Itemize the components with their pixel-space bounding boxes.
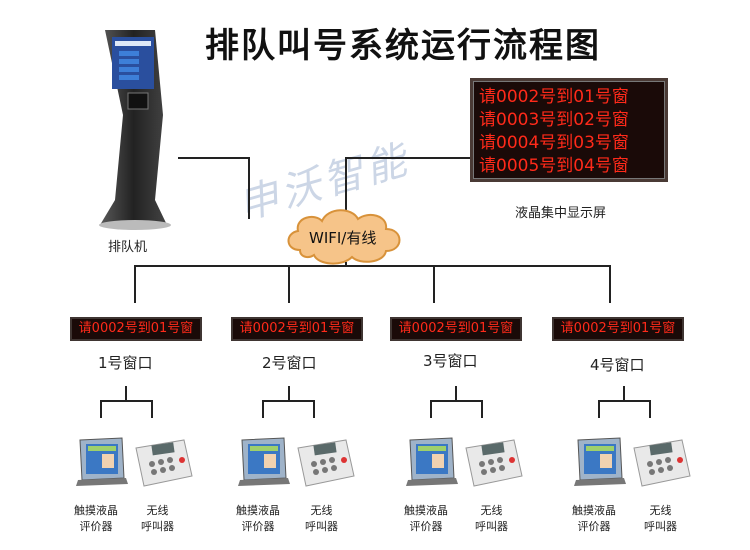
queue-kiosk-illustration [99,30,171,230]
led-line: 请0002号到01号窗 [479,87,629,107]
connector-line [100,400,102,418]
window-3-devices [406,437,523,487]
evaluator-label-line2: 评价器 [577,520,611,533]
window-led-display: 请0002号到01号窗 [390,317,522,341]
connector-line [262,400,314,402]
window-2-devices [238,437,355,487]
touch-evaluator-icon [238,437,290,486]
connector-line [262,400,264,418]
connector-line [598,400,600,418]
evaluator-label-line1: 触摸液晶 [572,504,616,517]
window-4-devices [574,437,691,487]
touch-evaluator-icon [406,437,458,486]
touch-evaluator-icon [574,437,626,486]
wireless-pager-icon [135,439,193,487]
connector-line [248,157,250,219]
window-1-devices [76,437,193,487]
central-display-caption: 液晶集中显示屏 [515,206,607,221]
wireless-pager-icon [465,439,523,487]
window-led-display: 请0002号到01号窗 [552,317,684,341]
connector-line [134,265,136,303]
window-label: 1号窗口 [98,354,153,372]
evaluator-label: 触摸液晶 评价器 [74,503,118,535]
connector-line [125,386,127,400]
connector-line [288,386,290,400]
wireless-pager-icon [297,439,355,487]
pager-label-line2: 呼叫器 [141,520,174,533]
connector-line [433,265,435,303]
connector-line [649,400,651,418]
led-line: 请0003号到02号窗 [479,110,629,130]
pager-label-line2: 呼叫器 [305,520,338,533]
connector-line [345,262,347,266]
bus-line [134,265,610,267]
connector-line [151,400,153,418]
wireless-pager-icon [633,439,691,487]
connector-line [345,157,347,215]
evaluator-label: 触摸液晶 评价器 [572,503,616,535]
kiosk-label: 排队机 [108,240,148,255]
evaluator-label-line1: 触摸液晶 [236,504,280,517]
window-label: 2号窗口 [262,354,317,372]
pager-label-line2: 呼叫器 [644,520,677,533]
touch-evaluator-icon [76,437,128,486]
pager-label-line1: 无线 [146,504,169,517]
evaluator-label: 触摸液晶 评价器 [404,503,448,535]
window-led-display: 请0002号到01号窗 [70,317,202,341]
window-led-display: 请0002号到01号窗 [231,317,363,341]
evaluator-label-line2: 评价器 [409,520,443,533]
connector-line [288,265,290,303]
connector-line [623,386,625,400]
connector-line [609,265,611,303]
network-cloud-icon [287,209,401,265]
connector-line [345,157,470,159]
led-line: 请0004号到03号窗 [479,133,629,153]
evaluator-label-line2: 评价器 [241,520,275,533]
connector-line [598,400,650,402]
pager-label: 无线 呼叫器 [475,503,508,535]
pager-label: 无线 呼叫器 [305,503,338,535]
evaluator-label-line1: 触摸液晶 [404,504,448,517]
pager-label-line1: 无线 [310,504,333,517]
pager-label-line1: 无线 [649,504,672,517]
connector-line [455,386,457,400]
connector-line [430,400,432,418]
connector-line [178,157,248,159]
pager-label: 无线 呼叫器 [141,503,174,535]
connector-line [100,400,152,402]
evaluator-label: 触摸液晶 评价器 [236,503,280,535]
window-label: 4号窗口 [590,356,645,374]
evaluator-label-line2: 评价器 [79,520,113,533]
pager-label-line2: 呼叫器 [475,520,508,533]
central-led-display: 请0002号到01号窗 请0003号到02号窗 请0004号到03号窗 请000… [470,78,668,182]
evaluator-label-line1: 触摸液晶 [74,504,118,517]
window-label: 3号窗口 [423,352,478,370]
network-label: WIFI/有线 [309,229,377,247]
pager-label: 无线 呼叫器 [644,503,677,535]
page-title: 排队叫号系统运行流程图 [205,26,601,66]
pager-label-line1: 无线 [480,504,503,517]
led-line: 请0005号到04号窗 [479,156,629,176]
connector-line [313,400,315,418]
connector-line [430,400,482,402]
connector-line [481,400,483,418]
